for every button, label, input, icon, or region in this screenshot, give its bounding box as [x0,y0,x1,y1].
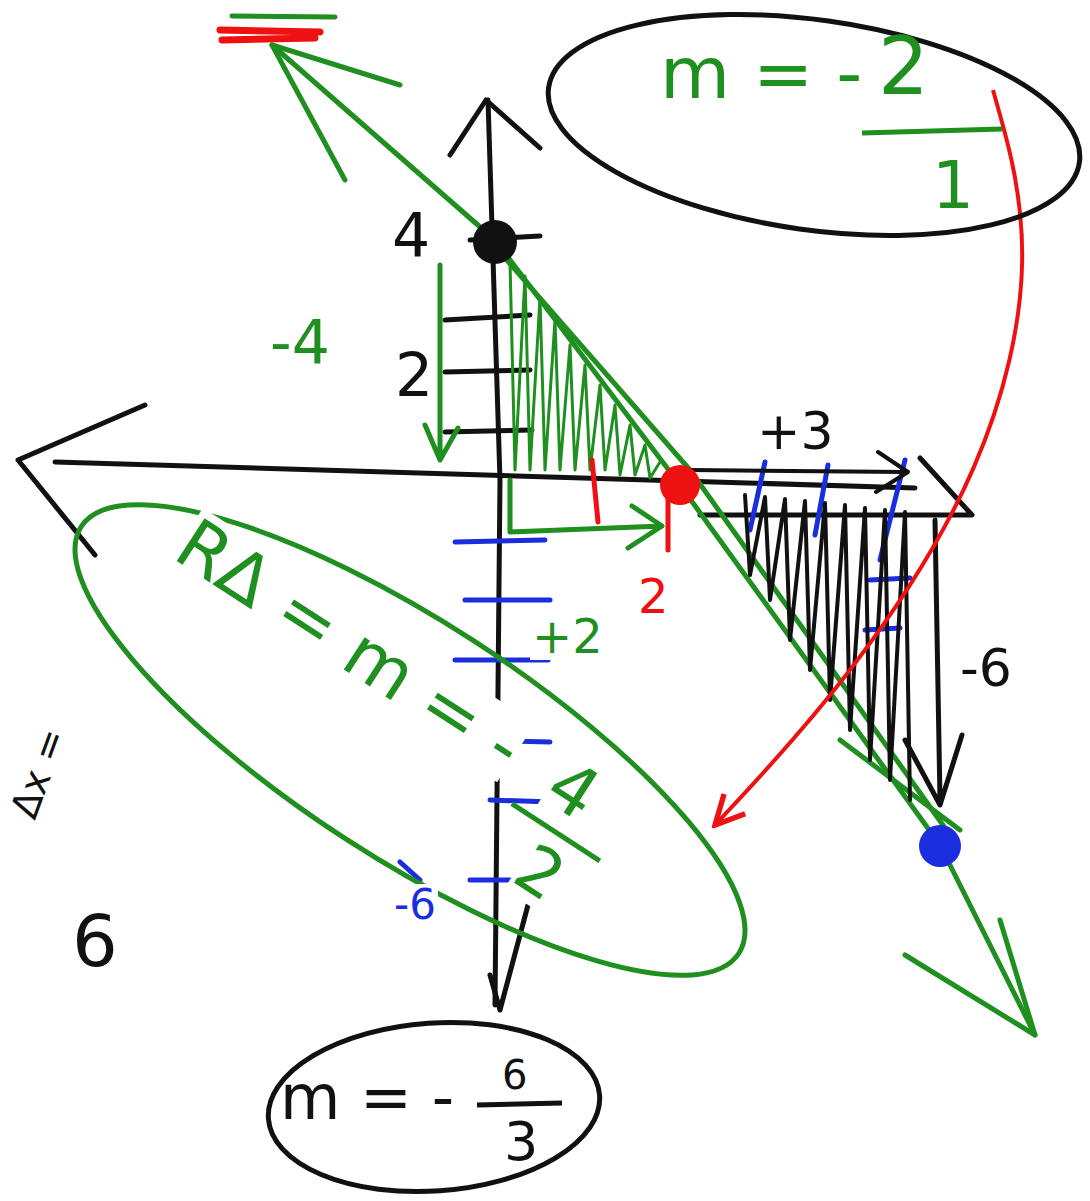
top-left-marks [220,16,335,40]
red-tick [592,460,668,550]
x-axis [18,405,972,555]
y-axis-arrowhead-top [450,100,540,155]
points [473,220,961,867]
axis-annotation: +3 [755,405,836,457]
axis-annotation: 2 [393,345,435,405]
axis-annotation: 2 [636,572,671,620]
axis-annotation: -6 [958,642,1014,694]
curved-arrow [715,90,1022,825]
axis-annotation: 6 [70,905,120,977]
run-arrow-plus-3 [690,452,908,492]
fraction-numerator: 6 [502,1055,527,1095]
green-slope-line [272,45,1035,1035]
arrowhead-bottom [905,920,1035,1035]
axis-annotation: 4 [390,205,432,265]
fraction-bar [477,1103,562,1105]
rise-arrow-minus-6 [905,520,962,805]
line-through-points [272,45,1035,1035]
black-hatching [745,495,910,800]
fraction-bar [862,129,1002,133]
ellipse-border [263,1012,606,1201]
fraction-denominator: 3 [504,1115,538,1169]
red-marks [592,460,668,550]
slope-equation: m = - [280,1067,454,1129]
axis-annotation: -6 [392,884,438,926]
axis-annotation: Δx = [4,721,73,825]
fraction-denominator: 1 [932,153,974,219]
ellipse-border [17,428,803,1053]
fraction-numerator: 4 [536,749,611,832]
blue-ticks [400,460,910,880]
red-mark [220,30,320,40]
second-stroke [498,250,950,835]
arrowhead-top [272,45,400,180]
x-axis-line [55,462,915,488]
rise-over-run-ellipse: RΔ = m = -42 [4,413,817,1067]
run-arrow-plus-2 [510,480,662,548]
third-point [919,825,961,867]
fraction-denominator: 2 [504,834,575,912]
axis-annotation: -4 [268,312,332,372]
green-hatching [510,262,660,478]
green-mark [232,16,335,17]
x-axis-arrowhead-right [700,458,972,515]
ellipse-border [534,0,1090,266]
black-triangle [690,452,962,805]
ellipse-outline [4,413,817,1067]
fraction-numerator: 2 [878,27,929,107]
slope-ellipse: m = -21 [540,5,1088,245]
axis-annotation: +2 [530,612,605,660]
x-axis-arrowhead-left [18,405,145,555]
slope-equation: m = - [660,37,862,109]
slope-ellipse: m = - 6 3 [262,1015,607,1197]
y-intercept-point [473,220,517,264]
